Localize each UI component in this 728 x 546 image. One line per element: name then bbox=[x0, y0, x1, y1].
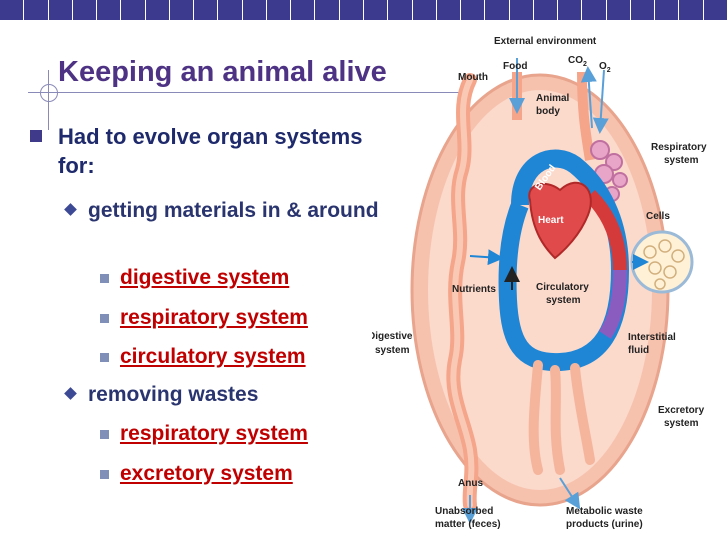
label-external-environment: External environment bbox=[494, 36, 597, 47]
top-bar-cell bbox=[607, 0, 631, 20]
crosshair-circle-icon bbox=[40, 84, 58, 102]
bullet-level1-text: Had to evolve organ systems for: bbox=[58, 124, 363, 178]
square-bullet-icon bbox=[100, 274, 109, 283]
urine-arrow bbox=[559, 477, 581, 510]
label-excretory-2: system bbox=[664, 418, 699, 429]
top-border-bar bbox=[0, 0, 728, 20]
top-bar-cell bbox=[170, 0, 195, 20]
cells-detail bbox=[643, 239, 685, 290]
label-unabsorbed-2: matter (feces) bbox=[435, 519, 501, 530]
bullet-level2-getting-materials: getting materials in & around bbox=[64, 197, 386, 253]
label-mouth: Mouth bbox=[458, 72, 488, 83]
bullet-level3-item: digestive system bbox=[100, 264, 360, 292]
top-bar-cell bbox=[73, 0, 98, 20]
link-respiratory-system-2[interactable]: respiratory system bbox=[120, 422, 308, 445]
bullet-level2-text: removing wastes bbox=[88, 383, 259, 406]
nutrient-arrow bbox=[469, 249, 504, 266]
top-bar-cell bbox=[49, 0, 73, 20]
label-interstitial-2: fluid bbox=[628, 345, 649, 356]
top-bar-cell bbox=[485, 0, 510, 20]
link-digestive-system[interactable]: digestive system bbox=[120, 266, 290, 289]
label-food: Food bbox=[503, 61, 527, 72]
label-digestive-2: system bbox=[375, 345, 410, 356]
square-bullet-icon bbox=[30, 130, 42, 142]
bullet-level2-text: getting materials in & around bbox=[88, 199, 379, 222]
label-animal-body-2: body bbox=[536, 106, 560, 117]
top-bar-cell bbox=[704, 0, 728, 20]
top-bar-cell bbox=[437, 0, 462, 20]
label-co2: CO2 bbox=[568, 55, 587, 68]
top-bar-cell bbox=[291, 0, 316, 20]
top-bar-cell bbox=[558, 0, 583, 20]
diamond-bullet-icon bbox=[64, 203, 77, 216]
top-bar-cell bbox=[340, 0, 364, 20]
label-metabolic-1: Metabolic waste bbox=[566, 506, 643, 517]
top-bar-cell bbox=[97, 0, 122, 20]
label-metabolic-2: products (urine) bbox=[566, 519, 643, 530]
bullet-level3-item: respiratory system bbox=[100, 304, 360, 332]
top-bar-cell bbox=[243, 0, 267, 20]
bullet-level2-removing-wastes: removing wastes bbox=[64, 381, 366, 409]
label-o2: O2 bbox=[599, 61, 611, 74]
top-bar-cell bbox=[461, 0, 486, 20]
label-nutrients: Nutrients bbox=[452, 284, 496, 295]
bullet-level3-item: circulatory system bbox=[100, 343, 360, 371]
bullet-level3-item: excretory system bbox=[100, 460, 360, 488]
label-respiratory-2: system bbox=[664, 155, 699, 166]
top-bar-cell bbox=[121, 0, 146, 20]
top-bar-cell bbox=[679, 0, 704, 20]
blood-mixed bbox=[599, 269, 627, 339]
square-bullet-icon bbox=[100, 314, 109, 323]
label-cells: Cells bbox=[646, 211, 670, 222]
top-bar-cell bbox=[267, 0, 292, 20]
label-unabsorbed-1: Unabsorbed bbox=[435, 506, 493, 517]
top-bar-cell bbox=[146, 0, 170, 20]
label-anus: Anus bbox=[458, 478, 483, 489]
link-respiratory-system[interactable]: respiratory system bbox=[120, 306, 308, 329]
bullet-level3-item: respiratory system bbox=[100, 420, 370, 448]
square-bullet-icon bbox=[100, 353, 109, 362]
label-circulatory-1: Circulatory bbox=[536, 282, 589, 293]
label-respiratory-1: Respiratory bbox=[651, 142, 707, 153]
link-circulatory-system[interactable]: circulatory system bbox=[120, 345, 306, 368]
label-excretory-1: Excretory bbox=[658, 405, 705, 416]
top-bar-cell bbox=[582, 0, 607, 20]
animal-organ-systems-diagram: External environment Food CO2 O2 Mouth A… bbox=[372, 36, 707, 530]
label-digestive-1: Digestive bbox=[372, 331, 413, 342]
top-bar-cell bbox=[194, 0, 219, 20]
label-animal-body-1: Animal bbox=[536, 93, 570, 104]
top-bar-cell bbox=[534, 0, 559, 20]
digestive-tract-lumen bbox=[450, 77, 475, 508]
top-bar-cell bbox=[631, 0, 656, 20]
top-bar-cell bbox=[655, 0, 680, 20]
excretory-loops bbox=[528, 360, 595, 475]
link-excretory-system[interactable]: excretory system bbox=[120, 462, 293, 485]
bullet-level1: Had to evolve organ systems for: bbox=[30, 122, 390, 182]
square-bullet-icon bbox=[100, 430, 109, 439]
blood-oxygenated bbox=[584, 190, 627, 271]
top-bar-cell bbox=[218, 0, 243, 20]
top-bar-cell bbox=[364, 0, 389, 20]
heart-shape bbox=[528, 181, 592, 260]
top-bar-cell bbox=[510, 0, 534, 20]
label-circulatory-2: system bbox=[546, 295, 581, 306]
top-bar-cell bbox=[24, 0, 49, 20]
top-bar-cell bbox=[0, 0, 25, 20]
label-heart: Heart bbox=[538, 215, 564, 226]
label-interstitial-1: Interstitial bbox=[628, 332, 676, 343]
top-bar-cell bbox=[388, 0, 413, 20]
diamond-bullet-icon bbox=[64, 387, 77, 400]
o2-arrow bbox=[592, 69, 609, 134]
crosshair-line-horizontal bbox=[28, 92, 468, 93]
top-bar-cell bbox=[315, 0, 340, 20]
co2-arrow bbox=[580, 66, 597, 129]
square-bullet-icon bbox=[100, 470, 109, 479]
slide-title: Keeping an animal alive bbox=[58, 56, 387, 88]
respiratory-tube bbox=[577, 71, 595, 161]
top-bar-cell bbox=[413, 0, 437, 20]
